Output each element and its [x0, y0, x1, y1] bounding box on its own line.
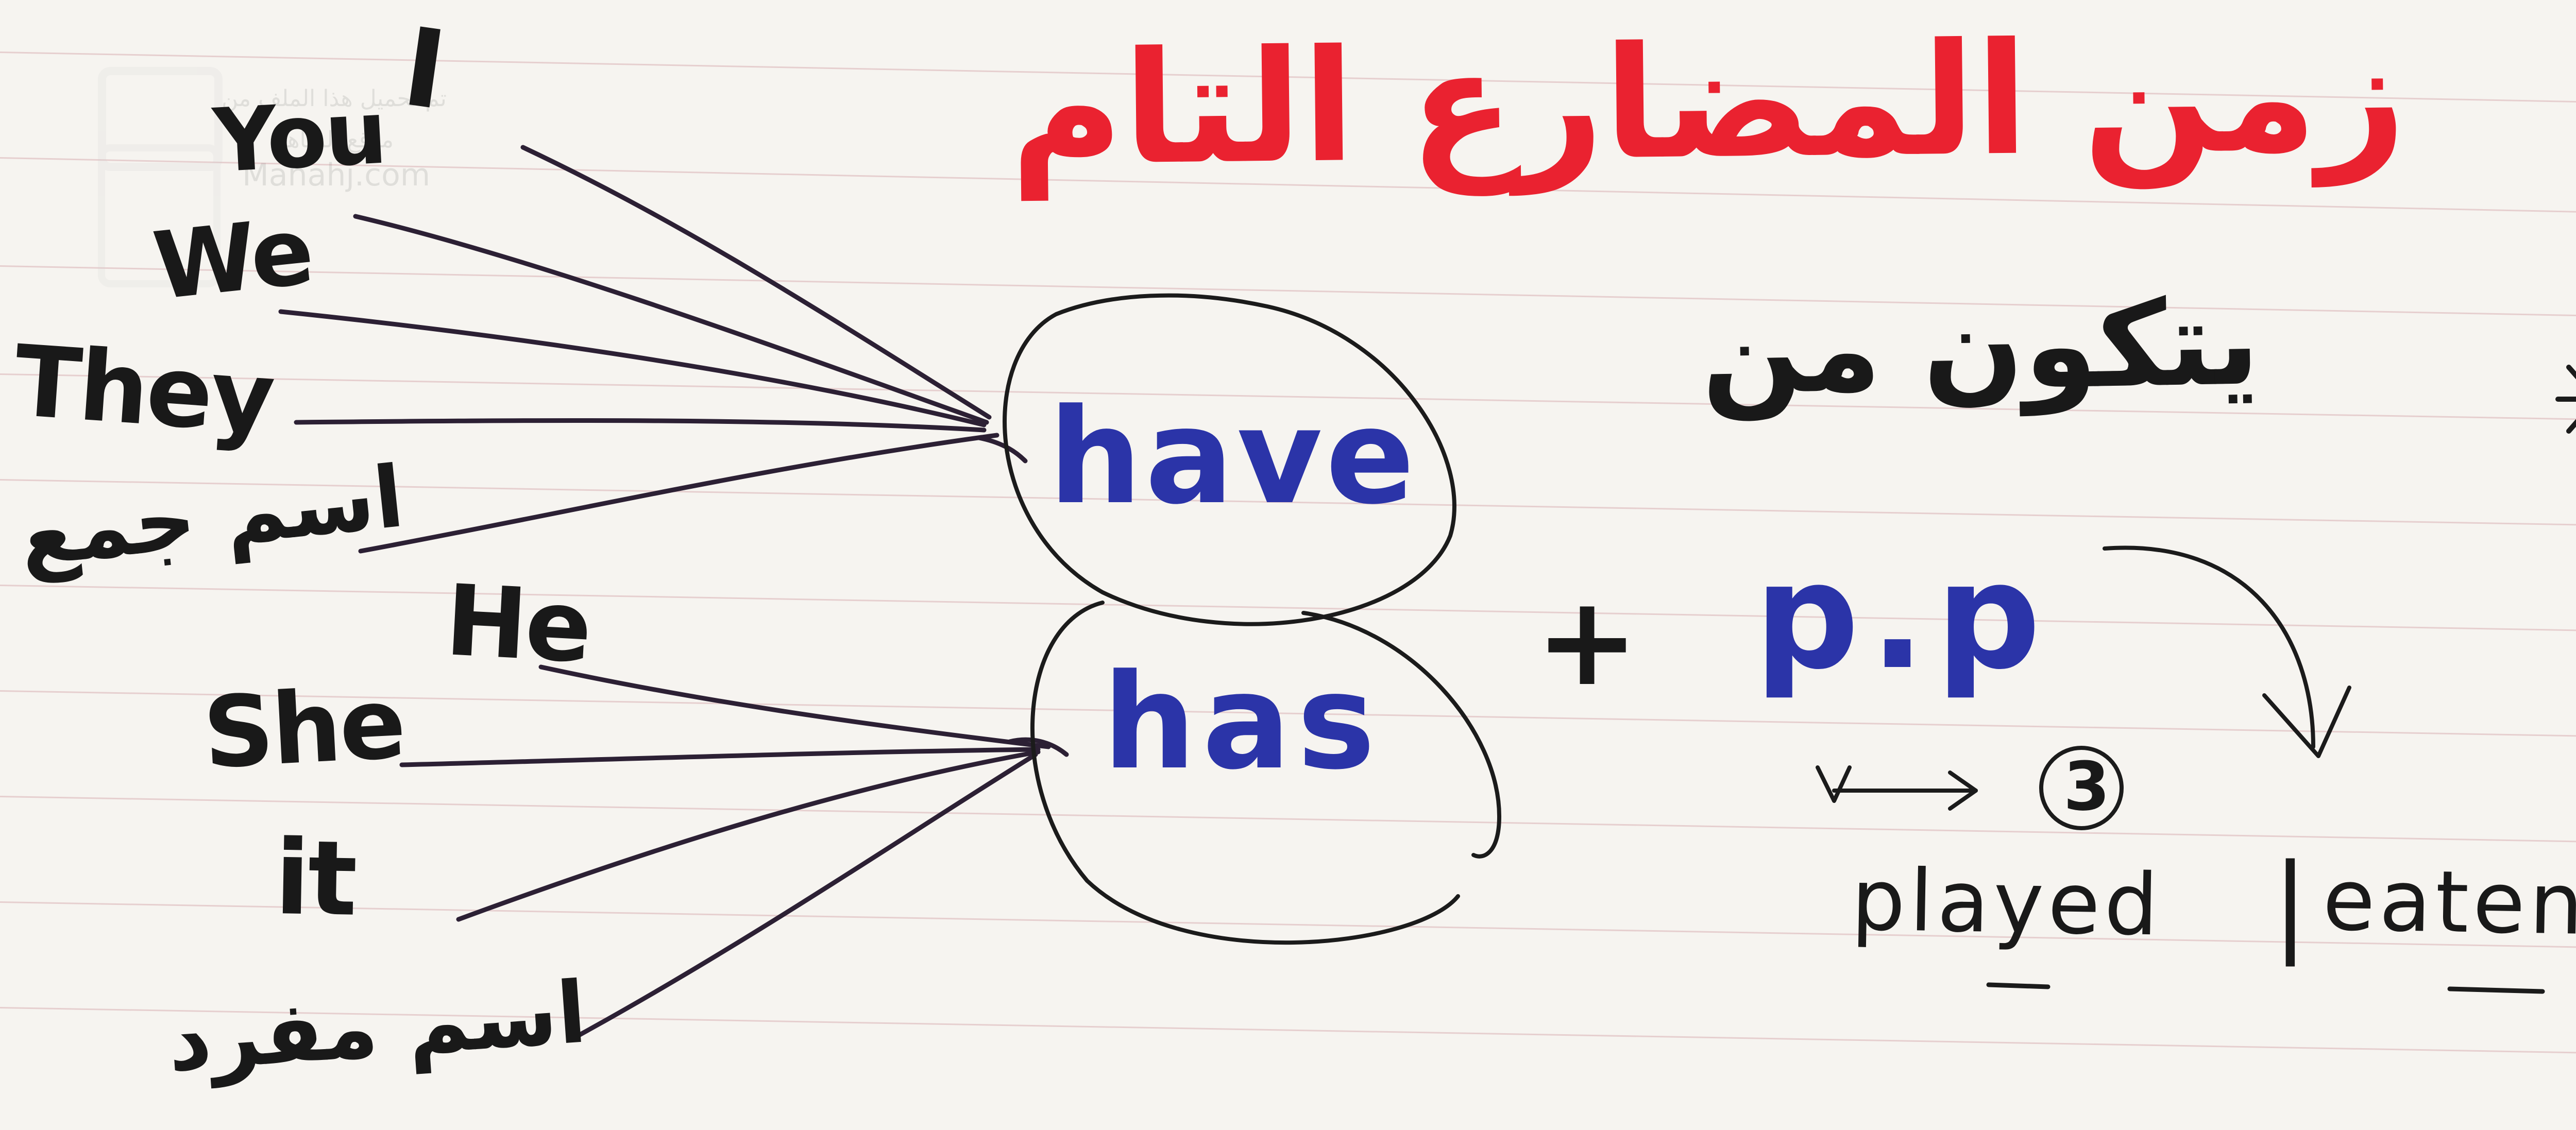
connector-tail-has: [1007, 737, 1069, 757]
pronoun-we: We: [148, 197, 317, 321]
pronoun-he: He: [443, 563, 593, 685]
connector-line-singular-noun: [574, 752, 1038, 1039]
connector-line-plural-noun: [358, 433, 999, 554]
verb-v-mark: [1816, 765, 1852, 803]
connector-line-it: [456, 749, 1041, 922]
connector-line-she: [399, 747, 1041, 767]
watermark-text-line: Manahj.com: [242, 157, 431, 193]
pronoun-you: You: [211, 81, 388, 193]
have-circle: [1003, 293, 1456, 626]
has-circle: [1030, 601, 1460, 945]
form-number-circle: [2039, 746, 2124, 830]
pronoun-they: They: [10, 324, 277, 456]
top-cropped-writing: Present Perfect Tense: [1082, 0, 2576, 13]
example-arrow-curve: [2103, 545, 2315, 749]
connector-line-we: [278, 309, 987, 427]
bullet-asterisk: [2555, 397, 2576, 402]
watermark-text-line: تم تحميل هذا الملف من: [222, 85, 447, 112]
auxiliary-has: has: [1103, 646, 1382, 799]
connector-line-he: [538, 664, 1051, 749]
connector-tail-have: [976, 435, 1028, 464]
form-number: 3: [2063, 747, 2110, 826]
plus-sign: +: [1535, 569, 1639, 713]
regular-underline: [1986, 982, 2050, 989]
auxiliary-have: have: [1048, 381, 1418, 534]
has-circle-right: [1301, 611, 1501, 859]
pronoun-she: She: [200, 666, 407, 791]
connector-line-you: [353, 214, 989, 425]
watermark-text-line: موقع المناهج: [273, 127, 394, 153]
example-played: played: [1850, 850, 2163, 955]
watermark-logo: تم تحميل هذا الملف من موقع المناهج Manah…: [98, 67, 603, 287]
watermark-box: [98, 67, 223, 171]
formation-label: يتكون من: [1700, 274, 2261, 421]
connector-line-they: [294, 418, 987, 433]
past-participle: p.p: [1754, 531, 2052, 702]
pronoun-it: it: [274, 818, 357, 939]
connector-line-i: [520, 145, 992, 420]
watermark-box: [98, 144, 221, 287]
example-eaten: eaten: [2321, 850, 2576, 954]
verb-to-form-arrowhead: [1948, 771, 1978, 811]
irregular-underline: [2447, 986, 2545, 994]
example-arrow-head: [2262, 686, 2351, 758]
example-separator: |: [2272, 841, 2309, 967]
